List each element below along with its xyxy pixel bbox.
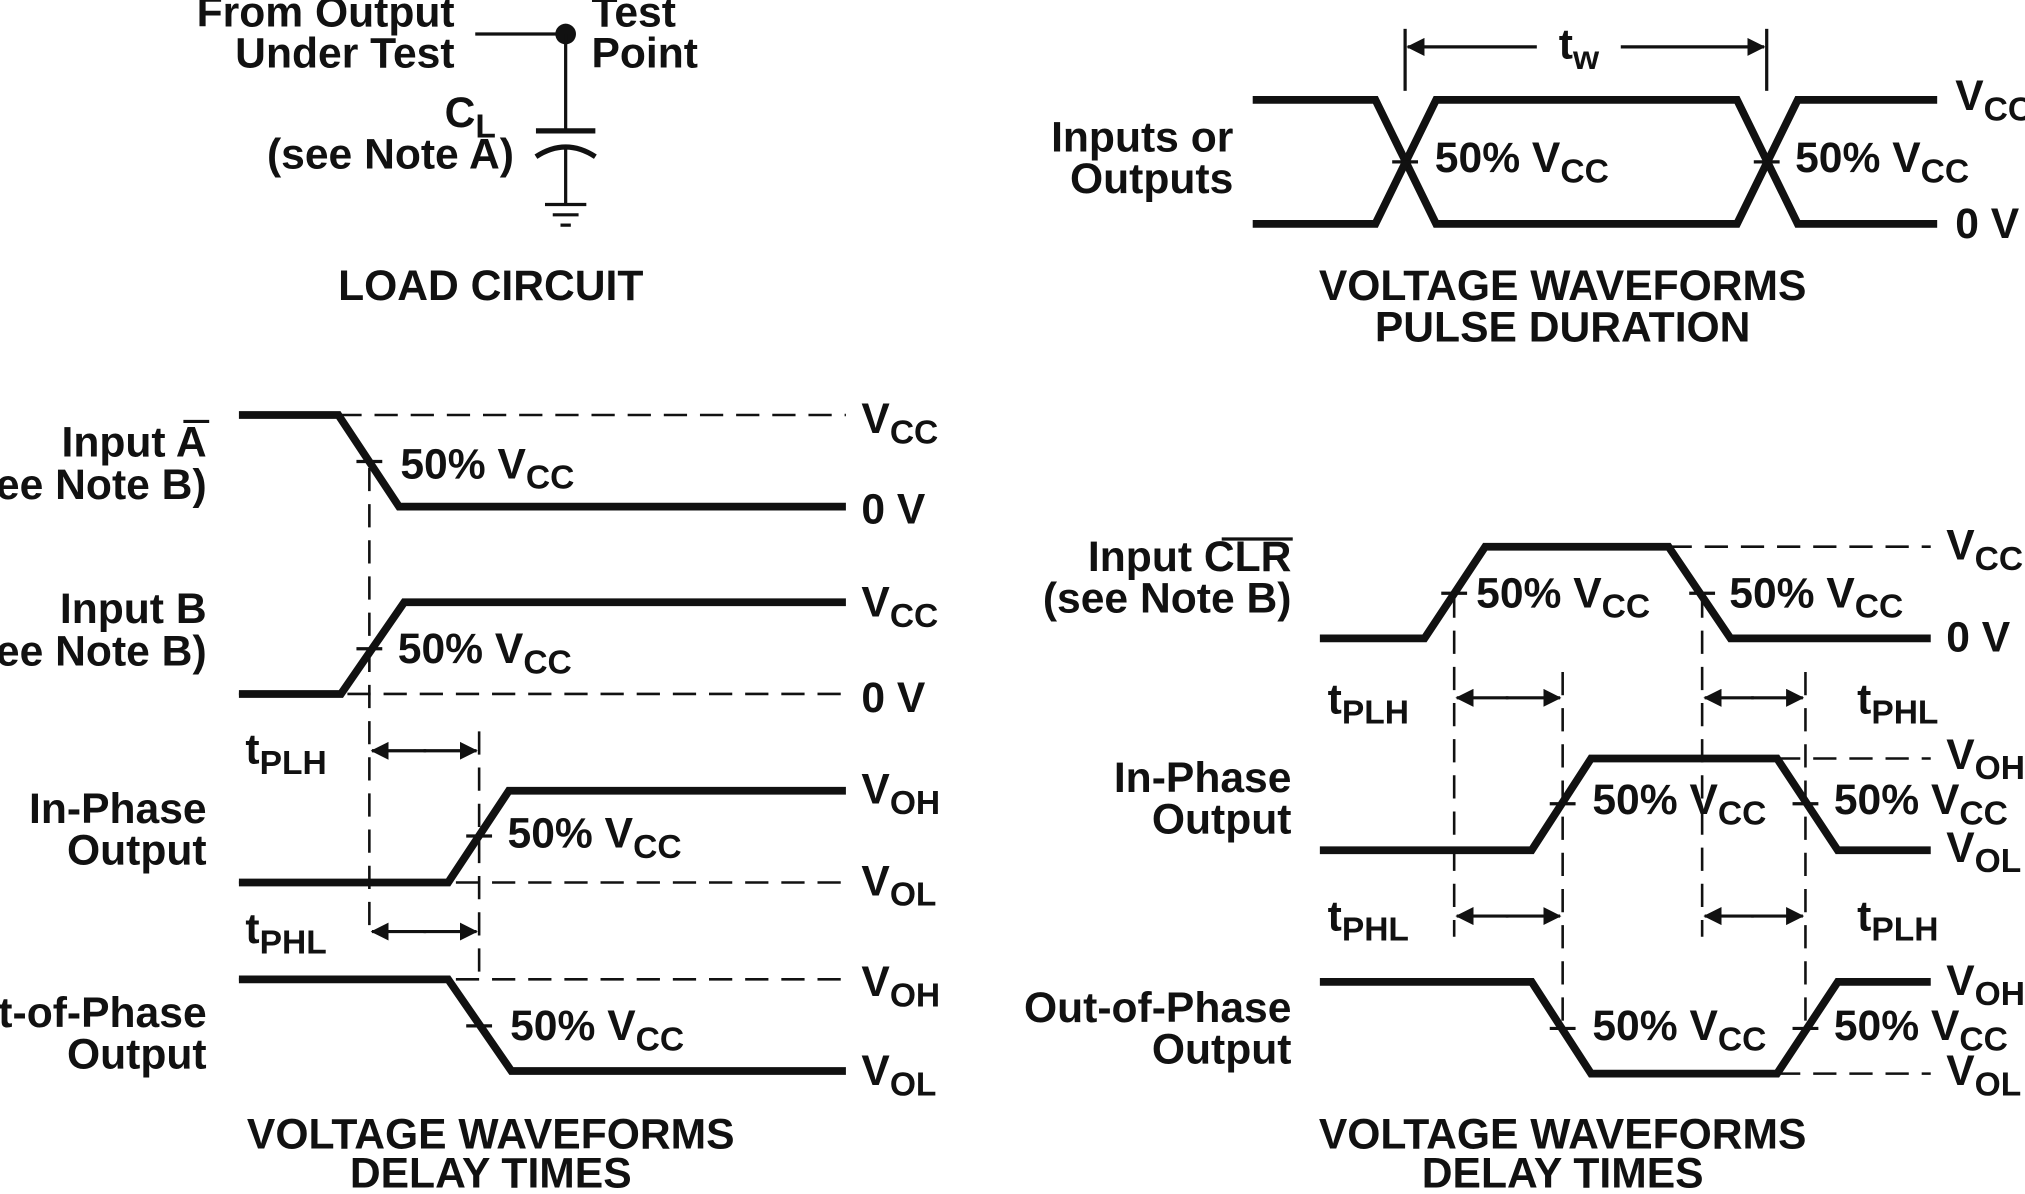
delay-left-caption-1: VOLTAGE WAVEFORMS — [247, 1111, 735, 1159]
input-b-mid-label: 50% VCC — [398, 625, 572, 681]
out-phase-mid-label: 50% VCC — [510, 1002, 684, 1058]
test-point-label-1: Test — [591, 0, 675, 36]
input-a-mid-label: 50% VCC — [400, 440, 574, 496]
r-in-phase-label-2: Output — [1152, 795, 1292, 843]
input-b-label: Input B — [60, 585, 207, 633]
input-b-0v-label: 0 V — [861, 674, 926, 722]
in-phase-mid-label: 50% VCC — [508, 810, 682, 866]
r-out-phase-label-2: Output — [1152, 1025, 1292, 1073]
test-point-label-2: Point — [591, 30, 698, 78]
pulse-caption-2: PULSE DURATION — [1375, 303, 1751, 351]
in-phase-vol-label: VOL — [861, 857, 936, 913]
tphl-label: tPHL — [245, 905, 326, 961]
r-out-phase-rise-mid-label: 50% VCC — [1834, 1002, 2008, 1058]
in-phase-label-2: Output — [67, 826, 207, 874]
clr-rise-mid-label: 50% VCC — [1476, 569, 1650, 625]
r-in-phase-waveform — [1319, 754, 1931, 855]
pulse-waveform — [1252, 95, 1938, 228]
in-phase-voh-label: VOH — [861, 766, 940, 822]
r-tplh-label-2: tPLH — [1857, 892, 1938, 948]
clr-fall-mid-label: 50% VCC — [1729, 569, 1903, 625]
r-out-phase-vol-label: VOL — [1946, 1047, 2021, 1103]
r-in-phase-voh-label: VOH — [1946, 731, 2025, 787]
delay-times-right: Input CLR (see Note B) 50% VCC 50% VCC V… — [1024, 522, 2025, 1194]
input-b-vcc-label: VCC — [861, 578, 938, 634]
input-clr-label: Input CLR — [1088, 533, 1292, 581]
input-clr-note: (see Note B) — [1043, 575, 1292, 623]
pulse-0v-label: 0 V — [1955, 200, 2020, 248]
r-out-phase-fall-mid-label: 50% VCC — [1592, 1002, 1766, 1058]
delay-left-caption-2: DELAY TIMES — [350, 1149, 632, 1189]
out-phase-label-2: Output — [67, 1030, 207, 1078]
r-in-phase-label-1: In-Phase — [1114, 754, 1292, 802]
tw-label: tw — [1559, 21, 1600, 77]
load-circuit: From Output Under Test Test Point CL (se… — [197, 0, 698, 310]
r-in-phase-rise-mid-label: 50% VCC — [1592, 776, 1766, 832]
r-out-phase-voh-label: VOH — [1946, 957, 2025, 1013]
pulse-mid-label-left: 50% VCC — [1435, 134, 1609, 190]
r-out-phase-waveform — [1319, 978, 1931, 1078]
pulse-caption-1: VOLTAGE WAVEFORMS — [1319, 262, 1807, 310]
out-phase-vol-label: VOL — [861, 1047, 936, 1103]
r-tphl-label: tPHL — [1857, 675, 1938, 731]
clr-vcc-label: VCC — [1946, 522, 2023, 578]
load-circuit-caption: LOAD CIRCUIT — [338, 262, 643, 310]
pulse-input-label-1: Inputs or — [1051, 114, 1233, 162]
r-tplh-label: tPLH — [1328, 675, 1409, 731]
clr-0v-label: 0 V — [1946, 613, 2011, 661]
in-phase-label-1: In-Phase — [29, 785, 207, 833]
from-output-label-1: From Output — [197, 0, 455, 36]
pulse-vcc-label: VCC — [1955, 72, 2025, 128]
out-phase-voh-label: VOH — [861, 958, 940, 1014]
r-tphl-label-2: tPHL — [1328, 892, 1409, 948]
delay-right-caption-1: VOLTAGE WAVEFORMS — [1319, 1111, 1807, 1159]
from-output-label-2: Under Test — [235, 30, 454, 78]
input-b-note: (see Note B) — [0, 628, 207, 676]
input-clr-waveform — [1319, 542, 1931, 643]
delay-times-left: Input A (see Note B) 50% VCC VCC 0 V Inp… — [0, 395, 940, 1194]
delay-right-caption-2: DELAY TIMES — [1422, 1149, 1704, 1189]
input-a-0v-label: 0 V — [861, 485, 926, 533]
pulse-input-label-2: Outputs — [1070, 155, 1233, 203]
out-phase-label-1: Out-of-Phase — [0, 989, 207, 1037]
pulse-duration-waveform: tw Inputs or Outputs 50% VCC 50% VCC VCC… — [1051, 21, 2025, 352]
input-a-vcc-label: VCC — [861, 395, 938, 451]
r-in-phase-vol-label: VOL — [1946, 824, 2021, 880]
r-out-phase-label-1: Out-of-Phase — [1024, 984, 1291, 1032]
tplh-label: tPLH — [245, 726, 326, 782]
test-point-dot — [555, 23, 576, 45]
pulse-waveform-inverted — [1252, 95, 1938, 228]
input-a-note: (see Note B) — [0, 461, 207, 509]
input-a-label: Input A — [61, 418, 206, 466]
cl-note-label: (see Note A) — [267, 130, 514, 178]
r-in-phase-fall-mid-label: 50% VCC — [1834, 776, 2008, 832]
cl-label: CL — [445, 89, 496, 145]
pulse-mid-label-right: 50% VCC — [1795, 134, 1969, 190]
